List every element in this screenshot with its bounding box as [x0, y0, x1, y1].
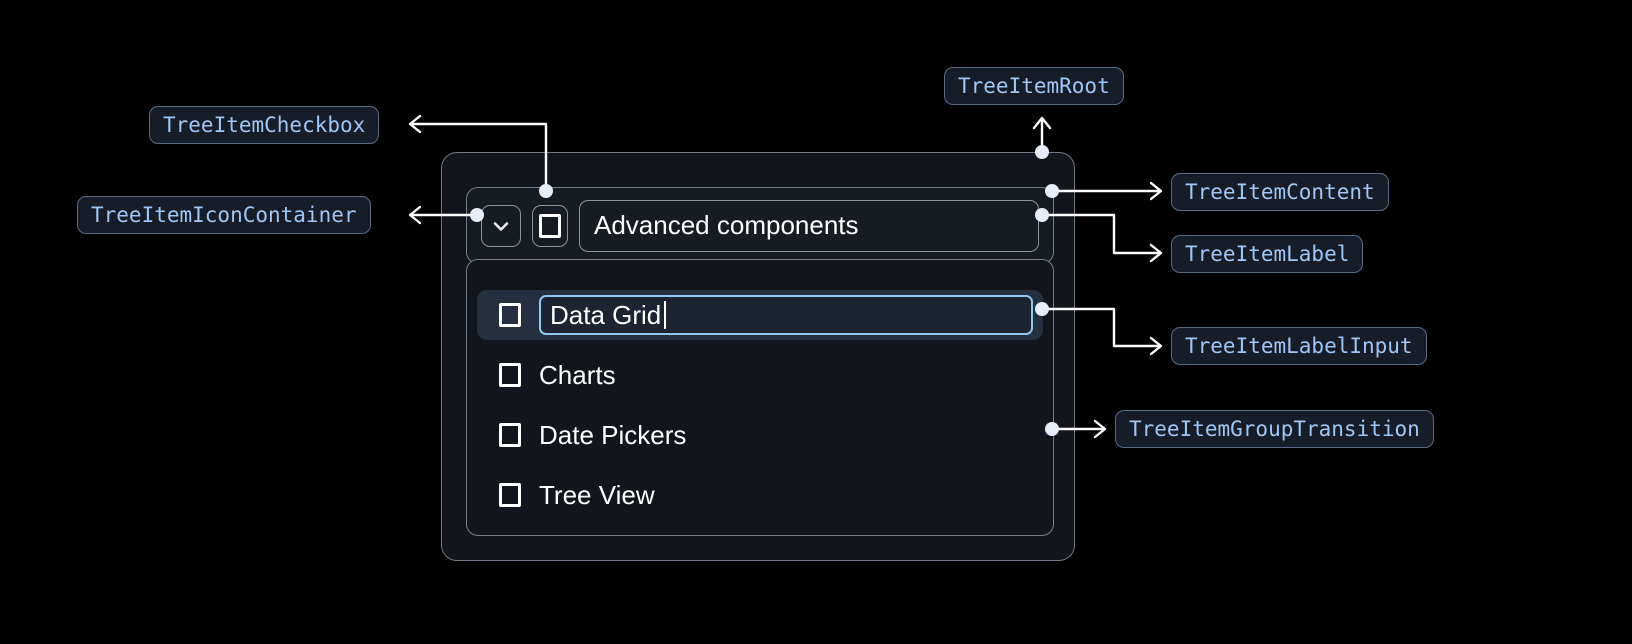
tree-item-checkbox[interactable]	[499, 423, 521, 447]
annotation-tree-item-content[interactable]: TreeItemContent	[1171, 173, 1389, 211]
annotation-tree-item-label-input[interactable]: TreeItemLabelInput	[1171, 327, 1427, 365]
annotation-tree-item-root[interactable]: TreeItemRoot	[944, 67, 1124, 105]
annotation-tree-item-group-transition[interactable]: TreeItemGroupTransition	[1115, 410, 1434, 448]
tree-item-label-input-value: Data Grid	[550, 299, 662, 330]
chevron-down-icon	[493, 221, 509, 231]
tree-item-content[interactable]: Advanced components	[466, 187, 1054, 264]
tree-item-label: Tree View	[539, 480, 655, 510]
tree-item-root[interactable]: Advanced components Data Grid Charts Dat…	[441, 152, 1075, 561]
tree-item-checkbox[interactable]	[499, 363, 521, 387]
list-item[interactable]: Tree View	[477, 470, 1043, 520]
tree-item-label: Advanced components	[579, 199, 1039, 252]
tree-item-label-text: Advanced components	[594, 210, 859, 240]
checkbox-square-icon	[539, 213, 561, 238]
text-caret	[664, 301, 667, 329]
list-item[interactable]: Data Grid	[477, 290, 1043, 340]
annotation-tree-item-icon-container[interactable]: TreeItemIconContainer	[77, 196, 371, 234]
list-item[interactable]: Date Pickers	[477, 410, 1043, 460]
tree-item-label: Charts	[539, 360, 616, 390]
tree-item-checkbox[interactable]	[499, 483, 521, 507]
annotation-tree-item-label[interactable]: TreeItemLabel	[1171, 235, 1364, 273]
tree-item-icon-container[interactable]	[481, 204, 521, 247]
list-item[interactable]: Charts	[477, 350, 1043, 400]
tree-item-label: Date Pickers	[539, 420, 687, 450]
tree-item-checkbox[interactable]	[499, 303, 521, 327]
tree-item-label-input[interactable]: Data Grid	[539, 295, 1033, 335]
tree-item-checkbox[interactable]	[532, 204, 568, 247]
tree-item-group-transition: Data Grid Charts Date Pickers Tree View	[466, 259, 1054, 536]
annotation-tree-item-checkbox[interactable]: TreeItemCheckbox	[149, 106, 380, 144]
